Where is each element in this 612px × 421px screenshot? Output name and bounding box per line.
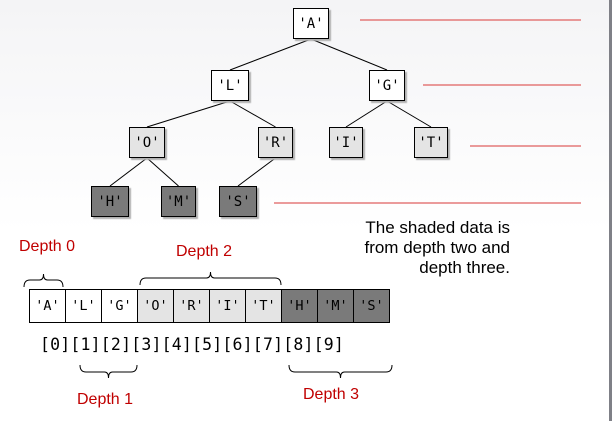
array-cell-0: 'A'	[29, 289, 66, 323]
tree-edges	[109, 38, 432, 187]
note-text: The shaded data is from depth two and de…	[330, 218, 510, 278]
depth2-label: Depth 2	[176, 243, 233, 260]
array-cell-8: 'M'	[317, 289, 354, 323]
tree-node-6: 'T'	[414, 127, 448, 158]
brace-depth2	[139, 271, 282, 286]
tree-edge-4	[345, 100, 388, 128]
tree-edge-3	[229, 100, 276, 128]
note-line-3: depth three.	[419, 258, 510, 277]
tree-edge-8	[237, 157, 276, 187]
tree-node-1: 'L'	[211, 70, 249, 101]
note-line-1: The shaded data is	[365, 218, 510, 237]
depth1-label: Depth 1	[77, 391, 134, 408]
array-cell-7: 'H'	[281, 289, 318, 323]
tree-edge-1	[310, 38, 388, 71]
brace-depth0	[23, 273, 64, 288]
brace-depth3	[288, 364, 393, 379]
note-line-2: from depth two and	[364, 238, 510, 257]
tree-node-9: 'S'	[219, 186, 257, 217]
tree-edge-2	[146, 100, 231, 128]
array-cell-1: 'L'	[65, 289, 102, 323]
tree-edge-0	[229, 38, 312, 71]
tree-node-8: 'M'	[161, 186, 196, 217]
level-lines	[274, 19, 581, 204]
array-indices: [0][1][2][3][4][5][6][7][8][9]	[40, 335, 345, 354]
array-cell-4: 'R'	[173, 289, 210, 323]
brace-depth1	[79, 364, 138, 379]
tree-node-2: 'G'	[369, 70, 405, 101]
array-cell-5: 'I'	[209, 289, 246, 323]
tree-node-5: 'I'	[329, 127, 363, 158]
depth3-label: Depth 3	[303, 386, 360, 403]
array-cell-9: 'S'	[353, 289, 390, 323]
tree-node-0: 'A'	[293, 8, 329, 39]
array-cell-6: 'T'	[245, 289, 282, 323]
array-row: 'A''L''G''O''R''I''T''H''M''S'	[29, 289, 390, 323]
array-cell-2: 'G'	[101, 289, 138, 323]
tree-node-3: 'O'	[129, 127, 165, 158]
depth0-label: Depth 0	[19, 238, 76, 255]
tree-edge-6	[109, 157, 148, 187]
array-cell-3: 'O'	[137, 289, 174, 323]
depth-braces	[23, 271, 393, 379]
tree-edge-7	[146, 157, 179, 187]
tree-node-4: 'R'	[258, 127, 293, 158]
tree-node-7: 'H'	[91, 186, 129, 217]
tree-edge-5	[386, 100, 432, 128]
slide-edge	[609, 0, 612, 421]
